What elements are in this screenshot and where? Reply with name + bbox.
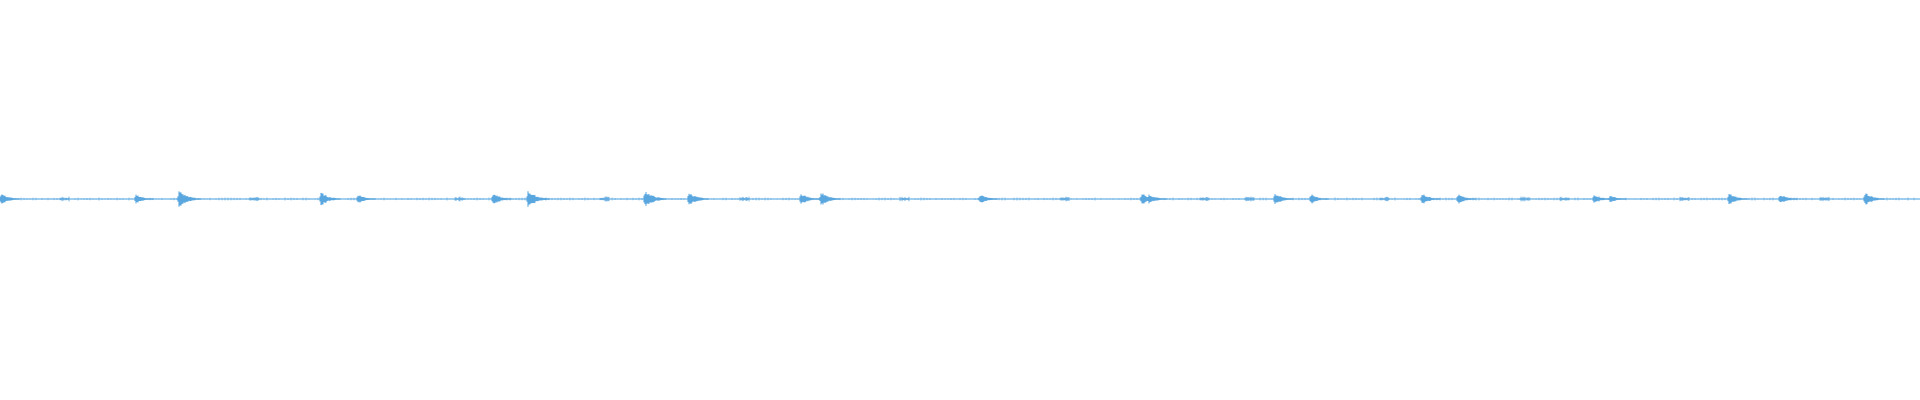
waveform-blip	[1819, 196, 1830, 202]
waveform-transient	[799, 194, 820, 204]
waveform-blip	[1559, 196, 1570, 202]
waveform-transient	[526, 191, 550, 207]
waveform-blip	[59, 196, 70, 202]
waveform-transient	[978, 195, 998, 203]
waveform-blip	[1199, 197, 1210, 201]
waveform-transient	[177, 191, 201, 207]
waveform-transient	[643, 192, 667, 206]
waveform-transient	[1309, 194, 1329, 204]
waveform-blip	[1679, 196, 1690, 202]
waveform-transient	[319, 192, 341, 206]
waveform-transient	[1147, 194, 1167, 204]
waveform-transient	[0, 194, 20, 204]
waveform-transient	[134, 194, 154, 204]
waveform-transient	[1727, 194, 1748, 204]
waveform-transient	[1863, 193, 1885, 205]
waveform-blip	[1519, 196, 1530, 202]
waveform-transient	[1778, 195, 1798, 203]
waveform-transient	[687, 193, 709, 205]
waveform-blip	[899, 196, 910, 202]
waveform-layer	[0, 191, 1920, 207]
waveform-transient	[491, 194, 512, 204]
waveform-blip	[599, 196, 610, 202]
waveform-transient	[1592, 195, 1612, 203]
waveform-blip	[1059, 196, 1070, 202]
waveform-blip	[249, 197, 260, 201]
waveform-blip	[1244, 196, 1255, 202]
waveform-transient	[356, 195, 376, 203]
waveform-transient	[1608, 196, 1627, 202]
waveform-transient	[1420, 194, 1441, 204]
waveform-blip	[454, 196, 465, 202]
waveform-transient	[1273, 194, 1294, 204]
waveform-transient	[1456, 194, 1476, 204]
waveform-blip	[739, 196, 750, 202]
waveform-transient	[819, 193, 841, 205]
waveform-blip	[1379, 196, 1390, 202]
